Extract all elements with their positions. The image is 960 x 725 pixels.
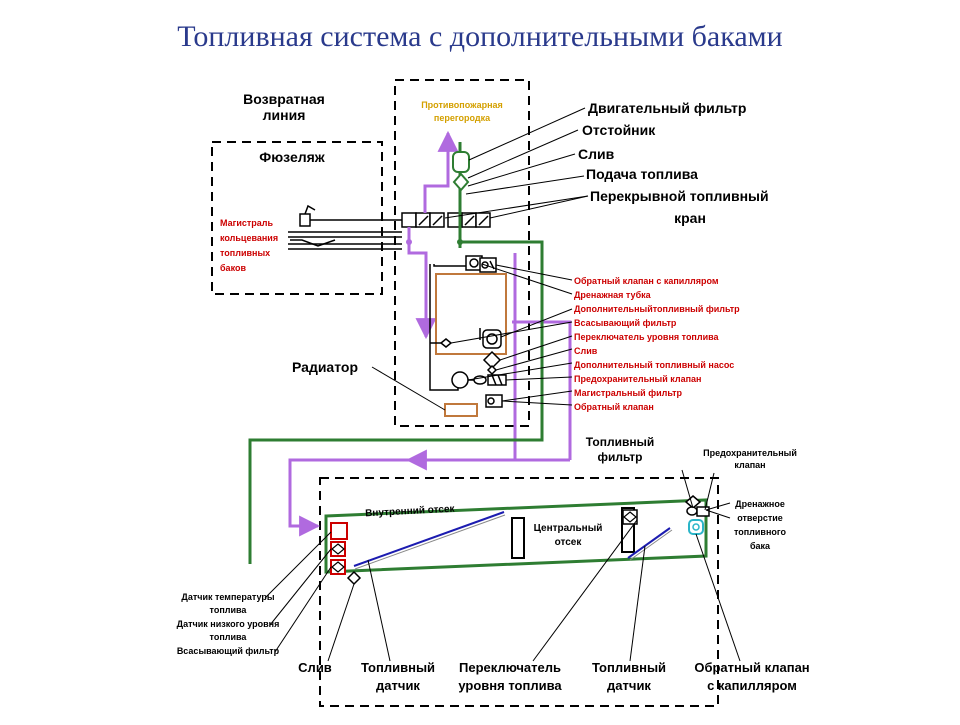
wing-tank-outline <box>319 477 719 707</box>
engine-filter-label: Двигательный фильтр <box>588 100 746 116</box>
vent-label: отверстие <box>737 513 783 523</box>
relief-valve-tank-label: клапан <box>734 460 765 470</box>
ring-main-label: топливных <box>220 248 270 258</box>
fuselage-outline <box>211 141 383 295</box>
shutoff-valve-label: Перекрывной топливный <box>590 188 769 204</box>
firewall-label-line: перегородка <box>434 113 491 123</box>
ring-main-label: Магистраль <box>220 218 274 228</box>
aux-tank-piping <box>429 255 485 391</box>
radiator-label: Радиатор <box>292 359 358 375</box>
relief-valve-label: Предохранительный клапан <box>574 374 701 384</box>
black-labels: Возвратная линия Фюзеляж Двигательный фи… <box>177 91 810 693</box>
shutoff-valve-label: кран <box>674 210 706 226</box>
ring-main-label: кольцевания <box>220 233 278 243</box>
ring-main-lines <box>288 204 402 250</box>
drain-label: Слив <box>578 146 615 162</box>
relief-valve-tank-label: Предохранительный <box>703 448 797 458</box>
main-filter-label: Магистральный фильтр <box>574 388 682 398</box>
fuel-sensor-a-label: Топливный <box>361 660 435 675</box>
vent-label: топливного <box>734 527 787 537</box>
vent-valve-icon <box>688 519 704 535</box>
check-valve-label: Обратный клапан <box>574 402 654 412</box>
junction-dot <box>406 239 412 245</box>
level-switch-label: Переключатель уровня топлива <box>574 332 720 342</box>
shutoff-valve-right <box>447 212 491 228</box>
ring-main-label: баков <box>220 263 246 273</box>
temp-sensor-label: топлива <box>210 605 248 615</box>
fuel-system-diagram: Возвратная линия Фюзеляж Двигательный фи… <box>177 79 810 707</box>
temp-sensor-icon <box>330 522 348 540</box>
aux-tank-orange <box>435 273 507 355</box>
suction-filter-label: Всасывающий фильтр <box>574 318 677 328</box>
fuel-sensor-b-label: датчик <box>607 678 651 693</box>
aux-fuel-filter-icon <box>482 329 502 349</box>
vent-label: Дренажное <box>735 499 785 509</box>
firewall-label-line: Противопожарная <box>421 100 503 110</box>
fuel-sensor-a-label: датчик <box>376 678 420 693</box>
check-valve-capillary-bottom-label: Обратный клапан <box>694 660 809 675</box>
temp-sensor-label: Датчик температуры <box>181 592 275 602</box>
fuel-filter-tank-icon <box>684 495 702 509</box>
central-bay-label: Центральный <box>534 523 603 534</box>
radiator-icon <box>444 403 478 417</box>
red-labels: Магистраль кольцевания топливных баков О… <box>220 218 740 412</box>
check-valve-capillary-bottom-label: с капилляром <box>707 678 797 693</box>
fuel-filter-label: Топливный <box>586 435 654 449</box>
drain-tube-label: Дренажная тубка <box>574 290 652 300</box>
low-level-label: Датчик низкого уровня <box>177 619 280 629</box>
central-bay-label: отсек <box>555 537 583 548</box>
level-switch-bottom-label: Переключатель <box>459 660 561 675</box>
relief-valve-tank-icon <box>686 506 710 517</box>
slide-title: Топливная система с дополнительными бака… <box>177 20 783 53</box>
return-line-label: линия <box>263 107 306 123</box>
engine-compartment-outline <box>394 79 530 427</box>
drain-bottom-icon <box>346 570 362 586</box>
fuel-sensor-a-shadow <box>354 514 506 570</box>
aux-fuel-filter-label: Дополнительныйтопливный фильтр <box>574 304 740 314</box>
drain-bottom-label: Слив <box>298 660 332 675</box>
suction-filter-icon <box>439 338 453 348</box>
fuselage-label: Фюзеляж <box>259 149 326 165</box>
check-valve-capillary-top <box>479 257 497 273</box>
leader-lines <box>264 107 741 662</box>
aux-fuel-pump-icon <box>451 371 469 389</box>
suction-filter-bottom-icon <box>330 559 346 575</box>
shutoff-valve-left <box>401 212 445 228</box>
fuel-sensor-a <box>353 511 505 567</box>
diagram-panel: Возвратная линия Фюзеляж Двигательный фи… <box>140 58 820 720</box>
return-line-label: Возвратная <box>243 91 325 107</box>
suction-filter-bottom-label: Всасывающий фильтр <box>177 646 280 656</box>
main-filter-icon <box>485 394 503 408</box>
inner-bay-label: Внутренний отсек <box>365 504 456 520</box>
fuel-sensor-b <box>627 527 671 559</box>
drain-mid-icon <box>486 364 498 376</box>
low-level-sensor-icon <box>330 541 346 557</box>
fuel-sensor-b-shadow <box>629 529 673 561</box>
aux-fuel-pump-label: Дополнительный топливный насос <box>574 360 734 370</box>
fuel-filter-label: фильтр <box>597 450 642 464</box>
check-valve-capillary-label: Обратный клапан с капилляром <box>574 276 719 286</box>
sump-icon <box>452 172 470 192</box>
fuel-supply-label: Подача топлива <box>586 166 698 182</box>
junction-dot <box>457 239 463 245</box>
sump-label: Отстойник <box>582 122 656 138</box>
engine-filter-icon <box>452 151 470 173</box>
level-switch-bottom-label: уровня топлива <box>458 678 562 693</box>
drain-mid-label: Слив <box>574 346 598 356</box>
wing-tank <box>324 498 708 574</box>
fuel-sensor-b-label: Топливный <box>592 660 666 675</box>
firewall-label: Противопожарная перегородка <box>421 100 503 123</box>
low-level-label: топлива <box>210 632 248 642</box>
vent-label: бака <box>750 541 771 551</box>
level-switch-tank-icon <box>622 509 638 525</box>
